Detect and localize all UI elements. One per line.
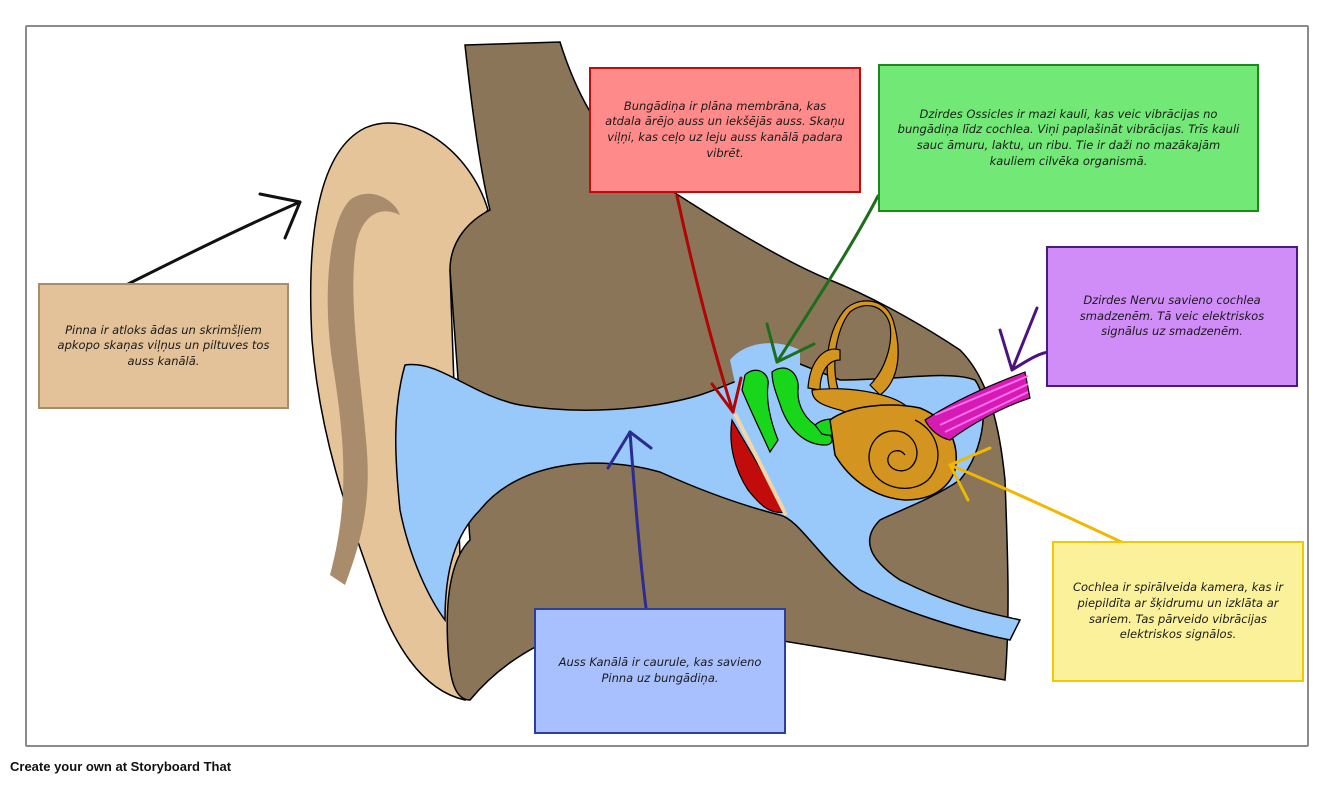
nerve-label-box: Dzirdes Nervu savieno cochlea smadzenēm.…: [1046, 246, 1298, 387]
pinna-label-box: Pinna ir atloks ādas un skrimšļiem apkop…: [38, 283, 289, 409]
cochlea-spiral: [868, 419, 939, 489]
arrow-ossicles: [765, 194, 880, 364]
eardrum-label-text: Bungādiņa ir plāna membrāna, kas atdala …: [605, 98, 845, 160]
eardrum-label-box: Bungādiņa ir plāna membrāna, kas atdala …: [589, 67, 861, 193]
arrow-canal: [606, 430, 653, 610]
cochlea-shape: [829, 404, 957, 501]
ossicles-label-text: Dzirdes Ossicles ir mazi kauli, kas veic…: [897, 106, 1240, 168]
ossicles-shape: [741, 369, 779, 454]
cochlea-label-text: Cochlea ir spirālveida kamera, kas ir pi…: [1072, 580, 1284, 642]
arrow-pinna: [118, 192, 302, 290]
canal-label-text: Auss Kanālā ir caurule, kas savieno Pinn…: [558, 655, 762, 685]
nerve-label-text: Dzirdes Nervu savieno cochlea smadzenēm.…: [1079, 293, 1265, 339]
arrow-cochlea: [948, 446, 1132, 548]
pinna-label-text: Pinna ir atloks ādas un skrimšļiem apkop…: [57, 322, 270, 368]
arrow-nerve: [998, 306, 1052, 372]
auditory-nerve: [924, 371, 1031, 441]
storyboard-footer-link[interactable]: Create your own at Storyboard That: [10, 759, 232, 774]
pinna-fold: [327, 193, 400, 585]
ossicles-label-box: Dzirdes Ossicles ir mazi kauli, kas veic…: [878, 64, 1259, 212]
canal-label-box: Auss Kanālā ir caurule, kas savieno Pinn…: [534, 608, 786, 734]
cochlea-label-box: Cochlea ir spirālveida kamera, kas ir pi…: [1052, 541, 1304, 682]
arrow-eardrum: [675, 194, 743, 414]
